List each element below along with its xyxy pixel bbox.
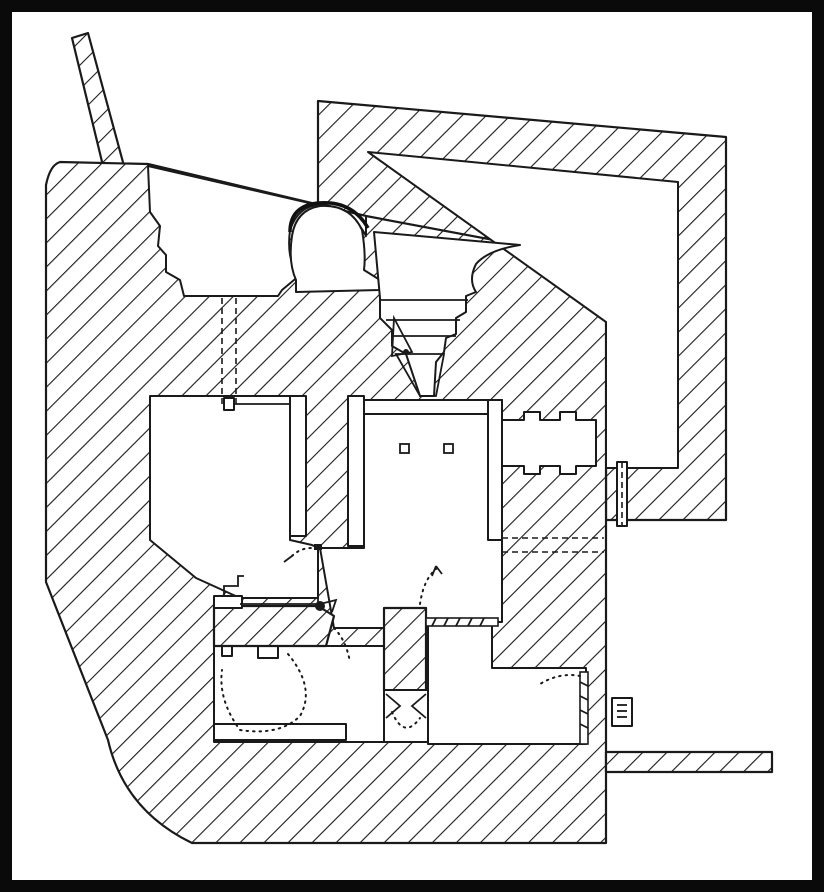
weapon-pivot	[403, 349, 409, 355]
door-swing-shaft	[291, 547, 313, 557]
mechanism-handle	[319, 598, 338, 613]
lower-left-niche	[257, 645, 279, 659]
vent-opening-right	[443, 443, 454, 454]
shaft-wall-right	[347, 395, 365, 547]
door-swing-right	[539, 674, 581, 685]
vent-opening-left	[399, 443, 410, 454]
door-swing-platform	[333, 627, 351, 663]
lower-left-bench	[213, 723, 347, 741]
grille-symbol-lines	[617, 704, 627, 718]
grille-symbol	[611, 697, 633, 727]
weapon-mount	[391, 314, 414, 358]
observation-cupola	[288, 200, 370, 233]
lower-left-post	[221, 645, 233, 657]
wing-wall-top-left	[70, 31, 126, 172]
cupola-interior	[289, 204, 381, 293]
grated-door-right	[579, 671, 589, 745]
gun-platform-slab	[212, 604, 336, 648]
room-left-vent	[223, 397, 235, 411]
side-passage-right	[501, 411, 597, 475]
central-room-pillar	[487, 399, 503, 541]
funnel-throat	[394, 353, 446, 397]
wing-wall-lower-right	[604, 750, 774, 774]
door-leaf-a	[385, 693, 402, 719]
central-room-lintel	[363, 399, 503, 415]
swing-arrow-shaft	[283, 555, 293, 563]
door-swing-center	[391, 711, 421, 729]
door-leaf-b	[410, 693, 427, 719]
swing-arrow-central	[431, 565, 443, 577]
annex-court	[367, 151, 679, 469]
mechanism-base	[213, 595, 243, 609]
central-pier	[382, 606, 428, 702]
mechanism-lever	[223, 575, 244, 596]
grated-door-right-bars	[579, 681, 589, 729]
grated-door-central	[425, 617, 499, 627]
grated-door-central-bars	[431, 617, 485, 627]
shaft-wall-left	[289, 395, 307, 537]
pivot-cap	[314, 544, 322, 550]
